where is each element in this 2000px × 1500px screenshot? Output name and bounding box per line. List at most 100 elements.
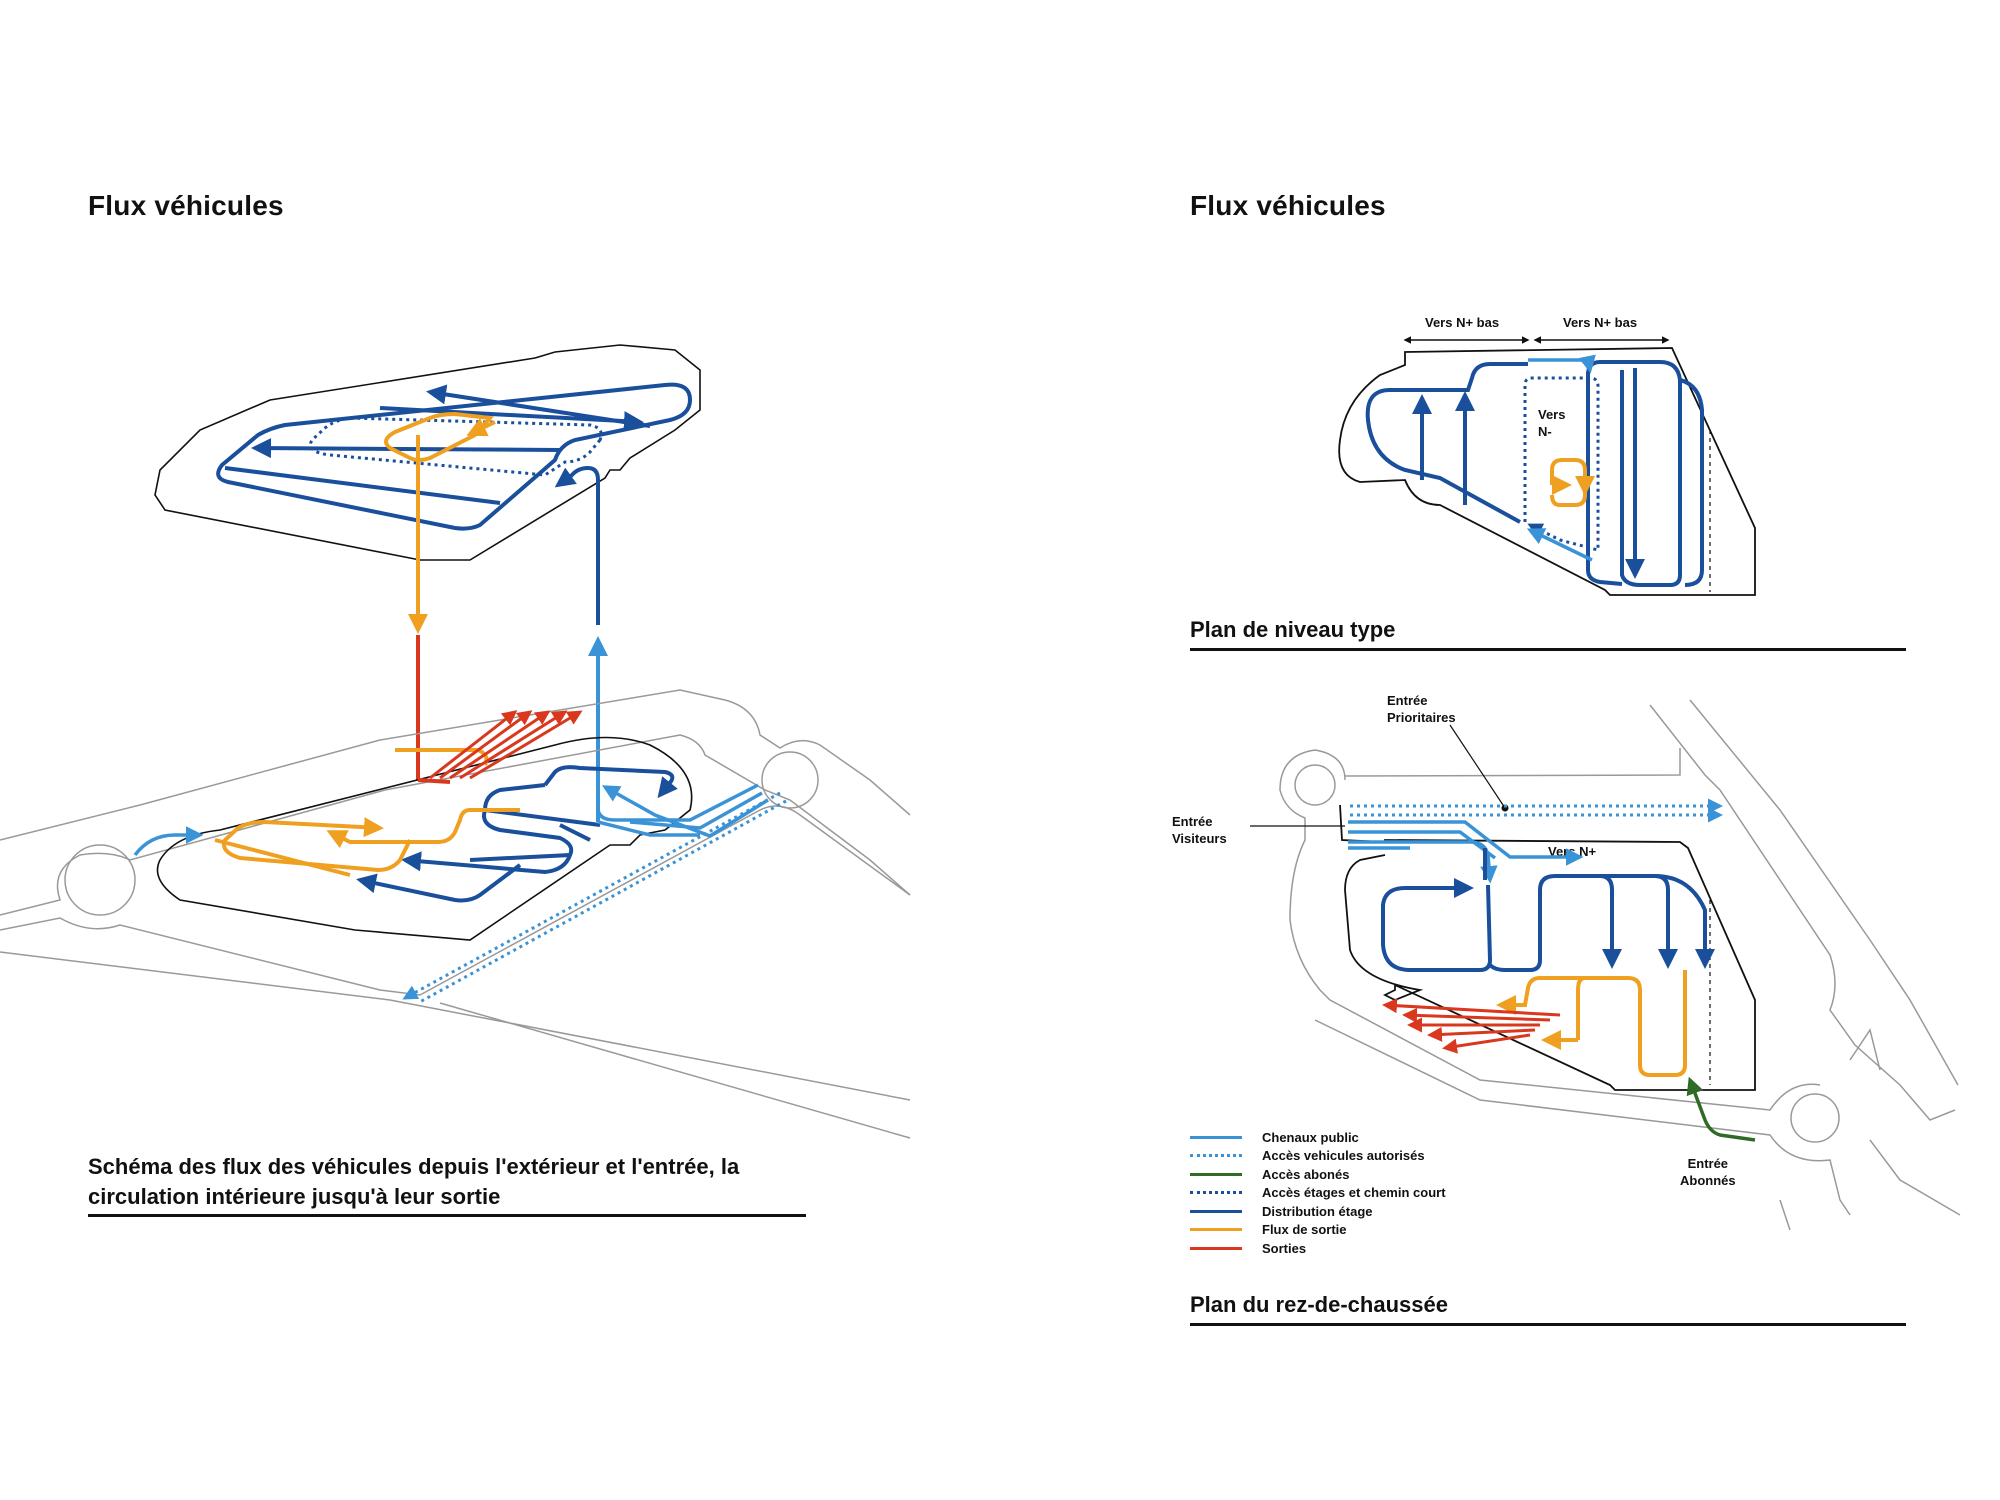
ground-public-channel-2 <box>629 791 763 830</box>
ground-public-channel-4 <box>597 820 700 837</box>
label-entree-abonnes: Entrée Abonnés <box>1680 1155 1736 1189</box>
legend-label: Accès vehicules autorisés <box>1262 1148 1425 1164</box>
level-dist-outer <box>1365 362 1528 524</box>
left-caption-line-1: Schéma des flux des véhicules depuis l'e… <box>88 1154 740 1179</box>
legend-swatch-distribution-etage <box>1190 1209 1242 1213</box>
ground-sortie-base <box>417 778 451 784</box>
ground-distribution-1 <box>543 765 678 799</box>
ground-exit-flow-1 <box>326 808 520 849</box>
legend-item: Flux de sortie <box>1190 1221 1446 1240</box>
ground-entree-visiteurs <box>133 826 204 857</box>
label-entree-visiteurs: Entrée Visiteurs <box>1172 813 1227 847</box>
legend-item: Chenaux public <box>1190 1128 1446 1147</box>
roundabout-left <box>64 844 136 916</box>
label-vers-n-minus: Vers N- <box>1538 406 1565 440</box>
road-lower-c <box>439 1002 911 1139</box>
gp-leader-prioritaires <box>1449 724 1506 809</box>
gp-sortie-5 <box>1442 1033 1531 1054</box>
gp-road-top <box>1279 749 1821 1111</box>
label-entree-prioritaires-line-1: Entrée <box>1387 693 1428 708</box>
label-vers-n-bas-right: Vers N+ bas <box>1563 315 1638 330</box>
legend-label: Distribution étage <box>1262 1203 1373 1219</box>
gp-road-right-c <box>1849 1028 1881 1071</box>
ground-plan-subtitle: Plan du rez-de-chaussée <box>1190 1292 1448 1317</box>
left-caption: Schéma des flux des véhicules depuis l'e… <box>88 1152 739 1212</box>
label-entree-abonnes-line-2: Abonnés <box>1680 1173 1736 1188</box>
gp-sortie-1 <box>1382 998 1561 1017</box>
gp-distribution-left-loop <box>1381 878 1493 972</box>
upper-orange-arrow <box>466 418 496 437</box>
gp-distribution-mid <box>1488 874 1622 972</box>
legend-swatch-acces-abonnes <box>1190 1172 1242 1176</box>
upper-distribution-lane-2 <box>251 438 561 459</box>
gp-sortie-2 <box>1402 1007 1551 1023</box>
label-entree-prioritaires: Entrée Prioritaires <box>1387 692 1456 726</box>
gp-exit-flow-loop <box>1576 970 1687 1077</box>
legend: Chenaux public Accès vehicules autorisés… <box>1190 1128 1446 1258</box>
level-plan-rule <box>1190 648 1906 651</box>
gp-road-bottom-b <box>1779 1199 1791 1231</box>
level-dist-down-1 <box>1586 372 1623 586</box>
legend-label: Sorties <box>1262 1240 1307 1256</box>
gp-acces-abonnes <box>1686 1076 1756 1142</box>
level-plan <box>1338 336 1756 596</box>
ground-sortie-4 <box>459 710 568 780</box>
left-caption-rule <box>88 1214 806 1217</box>
ground-sortie-3 <box>449 710 551 780</box>
ground-public-channel-1 <box>596 783 759 822</box>
road-outer <box>0 689 911 841</box>
level-public-bottom <box>1526 528 1593 562</box>
ground-building-outline <box>156 736 693 941</box>
left-title: Flux véhicules <box>88 190 284 221</box>
ground-distribution-5 <box>356 863 522 903</box>
ground-sortie-1 <box>429 710 518 780</box>
ground-acces-autorise-2 <box>417 799 787 1005</box>
legend-item: Accès vehicules autorisés <box>1190 1147 1446 1166</box>
legend-swatch-sorties <box>1190 1246 1242 1250</box>
gp-road-right-b <box>1689 699 1959 1086</box>
left-caption-line-2: circulation intérieure jusqu'à leur sort… <box>88 1184 501 1209</box>
right-title: Flux véhicules <box>1190 190 1386 221</box>
label-vers-n-minus-line-2: N- <box>1538 424 1552 439</box>
legend-label: Chenaux public <box>1262 1129 1359 1145</box>
level-plan-outline <box>1338 347 1756 596</box>
roundabout-right <box>761 751 819 809</box>
ground-acces-autorise-1 <box>402 791 781 1000</box>
gp-public-channel-1 <box>1348 820 1584 866</box>
legend-label: Accès abonés <box>1262 1166 1350 1182</box>
gp-public-channel-2 <box>1348 830 1497 860</box>
road-lower-a <box>0 951 911 1101</box>
ground-plan <box>1250 699 1961 1231</box>
label-entree-prioritaires-line-2: Prioritaires <box>1387 710 1456 725</box>
upper-orange-loop <box>384 411 495 462</box>
label-entree-abonnes-line-1: Entrée <box>1687 1156 1729 1171</box>
gp-public-channel-3 <box>1348 840 1498 884</box>
legend-item: Accès étages et chemin court <box>1190 1184 1446 1203</box>
upper-level-outline <box>154 344 701 561</box>
legend-label: Flux de sortie <box>1262 1222 1347 1238</box>
ground-plan-rule <box>1190 1323 1906 1326</box>
legend-item: Sorties <box>1190 1239 1446 1258</box>
gp-exit-flow-branch <box>1496 976 1585 1015</box>
level-dist-right-edge <box>1679 378 1704 587</box>
legend-item: Distribution étage <box>1190 1202 1446 1221</box>
label-vers-n-bas-left: Vers N+ bas <box>1425 315 1500 330</box>
ground-exit-flow-2 <box>222 817 412 873</box>
ground-sortie-5 <box>469 710 583 780</box>
ground-distribution-4 <box>401 851 572 875</box>
label-entree-visiteurs-line-2: Visiteurs <box>1172 831 1227 846</box>
ground-distribution-6 <box>559 823 591 842</box>
gp-road-upper <box>1344 748 1681 777</box>
ground-public-channel-3 <box>601 785 769 838</box>
level-public-top <box>1528 354 1596 374</box>
upper-level-isometric <box>154 344 701 625</box>
label-vers-n-minus-line-1: Vers <box>1538 407 1566 422</box>
gp-road-bottom <box>1314 1019 1851 1216</box>
level-dotted-access <box>1523 376 1600 552</box>
ground-exit-flow-4 <box>214 838 351 877</box>
gp-roundabout-left <box>1294 764 1336 806</box>
gp-road-lower-right <box>1869 1139 1961 1216</box>
legend-swatch-flux-sortie <box>1190 1228 1242 1232</box>
level-orange-loop <box>1550 458 1587 507</box>
